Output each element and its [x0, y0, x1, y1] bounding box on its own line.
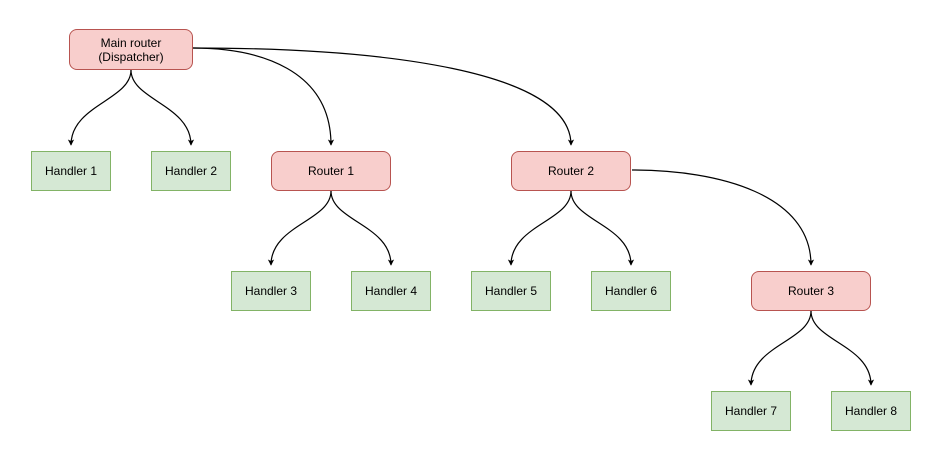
node-handler-7[interactable]: Handler 7 [711, 391, 791, 431]
node-label-handler-1: Handler 1 [44, 164, 98, 178]
node-label-router-2: Router 2 [547, 164, 595, 178]
node-label-handler-2: Handler 2 [164, 164, 218, 178]
node-handler-6[interactable]: Handler 6 [591, 271, 671, 311]
node-label-handler-5: Handler 5 [484, 284, 538, 298]
edge-main-to-router-2 [192, 47, 575, 146]
node-label-router-3: Router 3 [787, 284, 835, 298]
node-router-1[interactable]: Router 1 [271, 151, 391, 191]
node-handler-3[interactable]: Handler 3 [231, 271, 311, 311]
diagram-edges [67, 47, 875, 386]
edge-router-2-to-handler-6 [570, 190, 635, 266]
edge-router-3-to-handler-8 [810, 310, 875, 386]
edge-main-to-handler-1 [67, 69, 132, 146]
node-label-handler-8: Handler 8 [844, 404, 898, 418]
node-label-router-1: Router 1 [307, 164, 355, 178]
edge-router-1-to-handler-3 [267, 190, 332, 266]
node-label-handler-3: Handler 3 [244, 284, 298, 298]
node-router-2[interactable]: Router 2 [511, 151, 631, 191]
node-label-handler-7: Handler 7 [724, 404, 778, 418]
node-label-handler-6: Handler 6 [604, 284, 658, 298]
edge-main-to-router-1 [192, 47, 335, 146]
node-label-main-router: Main router (Dispatcher) [98, 35, 164, 64]
edge-router-2-to-router-3 [631, 169, 815, 266]
edge-router-1-to-handler-4 [330, 190, 395, 266]
node-main-router[interactable]: Main router (Dispatcher) [69, 29, 193, 70]
edge-router-2-to-handler-5 [507, 190, 572, 266]
node-handler-1[interactable]: Handler 1 [31, 151, 111, 191]
node-router-3[interactable]: Router 3 [751, 271, 871, 311]
node-label-handler-4: Handler 4 [364, 284, 418, 298]
edge-main-to-handler-2 [130, 69, 195, 146]
node-handler-2[interactable]: Handler 2 [151, 151, 231, 191]
node-handler-8[interactable]: Handler 8 [831, 391, 911, 431]
edge-router-3-to-handler-7 [747, 310, 812, 386]
node-handler-5[interactable]: Handler 5 [471, 271, 551, 311]
node-handler-4[interactable]: Handler 4 [351, 271, 431, 311]
